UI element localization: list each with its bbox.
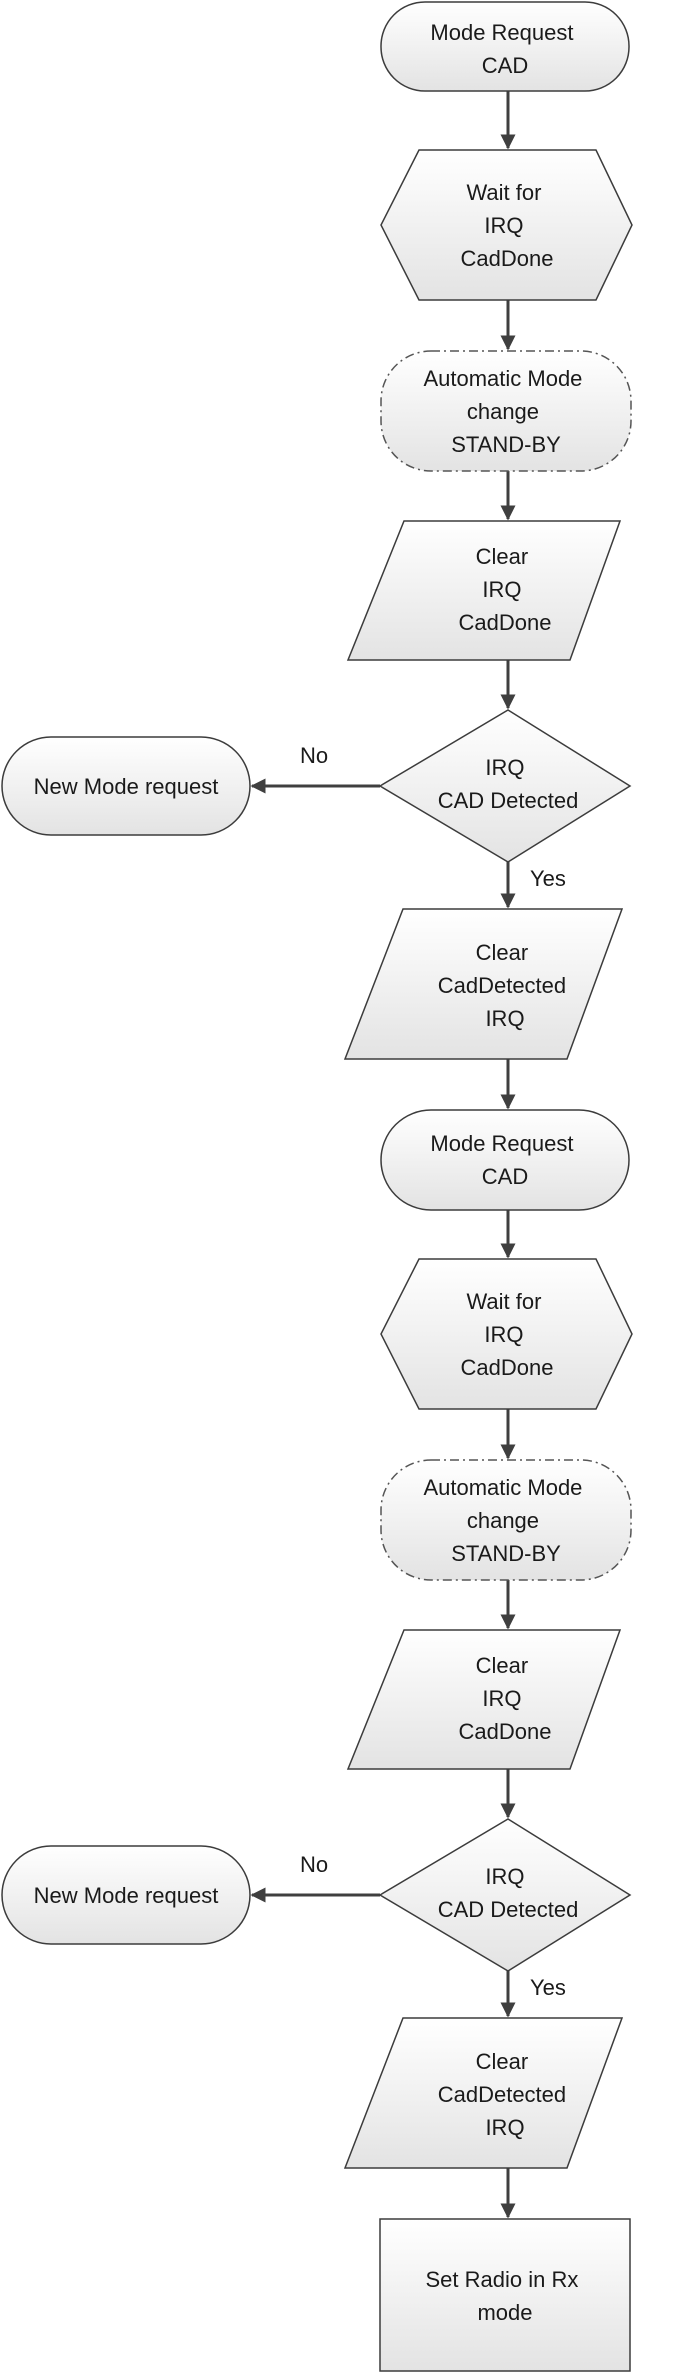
- terminator-shape: [380, 1109, 630, 1211]
- node-automatic-mode-change-1: Automatic Mode change STAND-BY: [380, 350, 632, 472]
- node-label: IRQ CAD Detected: [438, 1864, 579, 1922]
- terminator-shape: [380, 1, 630, 92]
- preparation-shape: [380, 1258, 633, 1410]
- edge-label-no-1: No: [300, 743, 328, 768]
- connectors: [250, 91, 516, 2219]
- decision-shape: [378, 1818, 632, 1972]
- node-label: Clear CadDetected IRQ: [438, 2049, 573, 2140]
- node-clear-caddetected-irq-1: Clear CadDetected IRQ: [343, 908, 624, 1060]
- node-irq-cad-detected-decision-1: IRQ CAD Detected: [378, 709, 632, 863]
- node-label: Mode Request CAD: [430, 1131, 579, 1189]
- node-clear-irq-caddone-1: Clear IRQ CadDone: [346, 520, 622, 661]
- node-automatic-mode-change-2: Automatic Mode change STAND-BY: [380, 1459, 632, 1581]
- data-shape: [346, 520, 622, 661]
- node-label: Set Radio in Rx mode: [426, 2267, 585, 2325]
- node-label: Clear IRQ CadDone: [459, 1653, 552, 1744]
- node-new-mode-request-1: New Mode request: [1, 736, 251, 836]
- data-shape: [343, 2017, 624, 2169]
- node-set-radio-rx-mode: Set Radio in Rx mode: [379, 2218, 631, 2372]
- process-shape: [379, 2218, 631, 2372]
- node-label: Clear CadDetected IRQ: [438, 940, 573, 1031]
- edge-label-yes-2: Yes: [530, 1975, 566, 2000]
- node-label: New Mode request: [34, 1883, 219, 1908]
- node-label: Automatic Mode change STAND-BY: [423, 1475, 588, 1566]
- node-label: Wait for IRQ CadDone: [461, 180, 554, 271]
- terminator-shape: [1, 1845, 251, 1945]
- node-mode-request-cad-2: Mode Request CAD: [380, 1109, 630, 1211]
- node-mode-request-cad-1: Mode Request CAD: [380, 1, 630, 92]
- node-label: IRQ CAD Detected: [438, 755, 579, 813]
- node-new-mode-request-2: New Mode request: [1, 1845, 251, 1945]
- dashed-terminator-shape: [380, 1459, 632, 1581]
- node-wait-for-irq-1: Wait for IRQ CadDone: [380, 149, 633, 301]
- node-label: New Mode request: [34, 774, 219, 799]
- edge-label-no-2: No: [300, 1852, 328, 1877]
- edge-labels: No Yes No Yes: [300, 743, 566, 2000]
- data-shape: [343, 908, 624, 1060]
- node-wait-for-irq-2: Wait for IRQ CadDone: [380, 1258, 633, 1410]
- terminator-shape: [1, 736, 251, 836]
- edge-label-yes-1: Yes: [530, 866, 566, 891]
- preparation-shape: [380, 149, 633, 301]
- node-clear-caddetected-irq-2: Clear CadDetected IRQ: [343, 2017, 624, 2169]
- node-label: Mode Request CAD: [430, 20, 579, 78]
- node-label: Wait for IRQ CadDone: [461, 1289, 554, 1380]
- data-shape: [346, 1629, 622, 1770]
- decision-shape: [378, 709, 632, 863]
- node-label: Automatic Mode change STAND-BY: [423, 366, 588, 457]
- dashed-terminator-shape: [380, 350, 632, 472]
- node-irq-cad-detected-decision-2: IRQ CAD Detected: [378, 1818, 632, 1972]
- node-label: Clear IRQ CadDone: [459, 544, 552, 635]
- node-clear-irq-caddone-2: Clear IRQ CadDone: [346, 1629, 622, 1770]
